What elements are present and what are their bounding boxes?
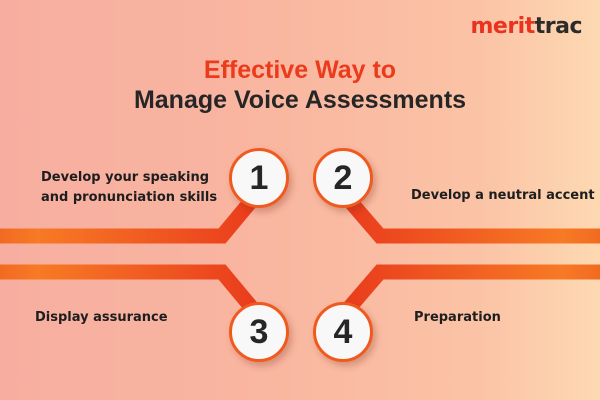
line-step-4 bbox=[343, 264, 600, 313]
step-2-label: Develop a neutral accent bbox=[411, 188, 595, 203]
line-step-1 bbox=[0, 195, 258, 244]
line-step-2 bbox=[343, 195, 600, 244]
logo-trac: trac bbox=[534, 14, 583, 39]
title-line-2: Manage Voice Assessments bbox=[133, 86, 467, 114]
step-3-label: Display assurance bbox=[35, 310, 168, 325]
step-4-label: Preparation bbox=[414, 310, 501, 325]
step-1-label: Develop your speaking and pronunciation … bbox=[41, 168, 217, 208]
step-4-badge: 4 bbox=[313, 302, 373, 362]
step-1-label-line-1: Develop your speaking bbox=[41, 170, 210, 185]
step-1-badge: 1 bbox=[229, 148, 289, 208]
line-step-3 bbox=[0, 264, 258, 313]
logo-merit: merit bbox=[470, 14, 535, 39]
step-1-label-line-2: and pronunciation skills bbox=[41, 190, 218, 205]
step-2-badge: 2 bbox=[313, 148, 373, 208]
merittrac-logo: merittrac bbox=[470, 14, 582, 39]
title-line-1: Effective Way to bbox=[203, 56, 397, 84]
step-3-badge: 3 bbox=[229, 302, 289, 362]
